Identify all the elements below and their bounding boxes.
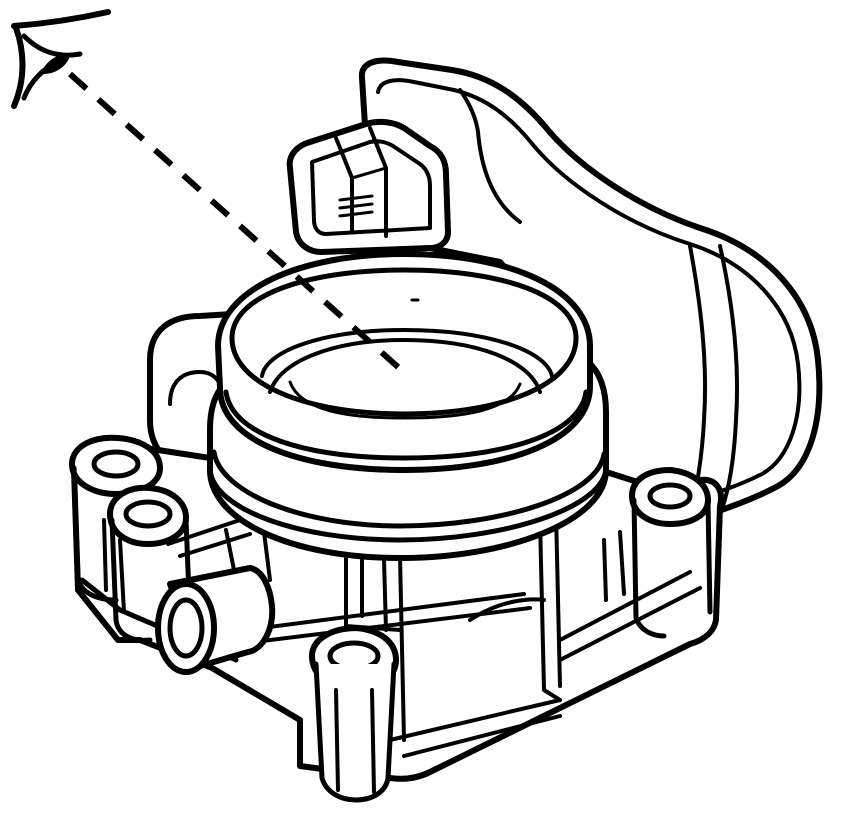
mounting-boss-right [629,467,713,639]
mounting-boss-left-front [107,484,193,643]
viewing-eye-icon [11,9,111,109]
coolant-port [155,565,276,675]
actuator-cover [358,57,823,543]
electrical-connector [286,118,451,255]
mounting-boss-left-rear [69,434,163,603]
intake-bore [207,251,609,561]
mounting-boss-front [309,625,399,803]
